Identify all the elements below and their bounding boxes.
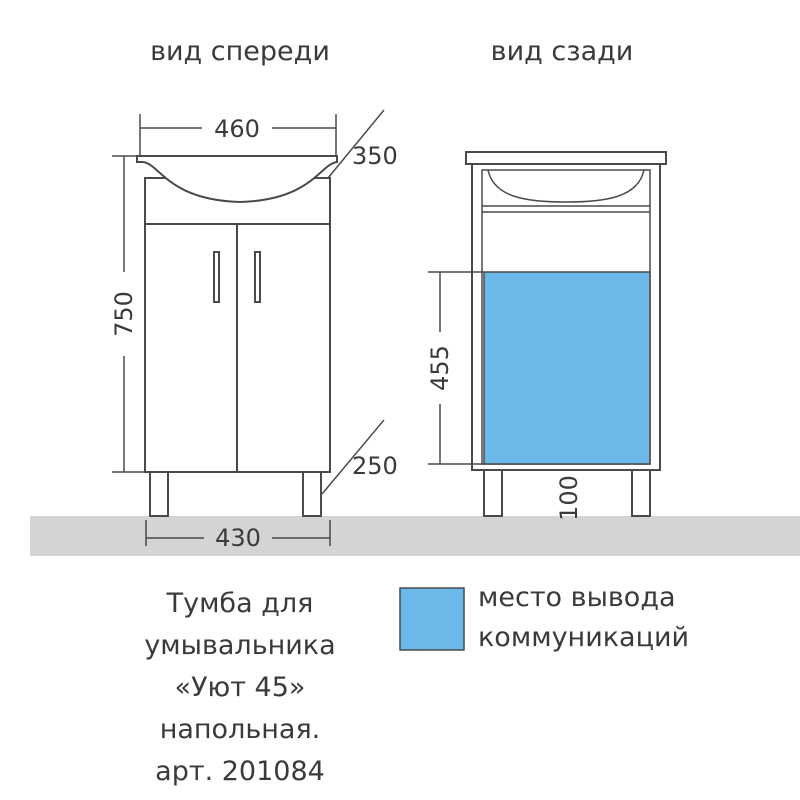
legend-line-2: коммуникаций [478, 622, 689, 653]
communication-zone [483, 271, 651, 465]
front-view-title: вид спереди [150, 36, 330, 67]
caption-line-5: арт. 201084 [155, 756, 325, 787]
front-right-leg [302, 471, 322, 517]
back-comm-height-label: 455 [426, 345, 454, 391]
back-countertop [465, 151, 667, 165]
back-basin [487, 169, 645, 203]
front-bottom-depth-label: 250 [352, 452, 398, 480]
front-left-handle [213, 251, 220, 303]
back-view: 455 100 [426, 151, 667, 521]
front-top-depth-label: 350 [352, 142, 398, 170]
back-view-title: вид сзади [491, 36, 634, 67]
floor-band [30, 516, 800, 556]
back-comm-offset-label: 100 [555, 475, 583, 521]
caption-line-3: «Уют 45» [175, 672, 306, 703]
back-right-leg [631, 469, 651, 517]
back-left-leg [483, 469, 503, 517]
front-height-label: 750 [110, 291, 138, 337]
front-basin [136, 155, 338, 204]
front-view: 460 350 750 250 430 [110, 109, 398, 552]
front-right-handle [254, 251, 261, 303]
front-top-width-label: 460 [214, 115, 260, 143]
legend-swatch [399, 587, 465, 651]
legend-line-1: место вывода [478, 582, 676, 613]
caption-line-1: Тумба для [166, 588, 314, 619]
caption-line-4: напольная. [160, 714, 321, 745]
legend: место вывода коммуникаций [399, 582, 689, 653]
front-left-leg [149, 471, 169, 517]
product-caption: Тумба для умывальника «Уют 45» напольная… [144, 588, 335, 787]
caption-line-2: умывальника [144, 630, 335, 661]
front-bottom-width-label: 430 [215, 524, 261, 552]
